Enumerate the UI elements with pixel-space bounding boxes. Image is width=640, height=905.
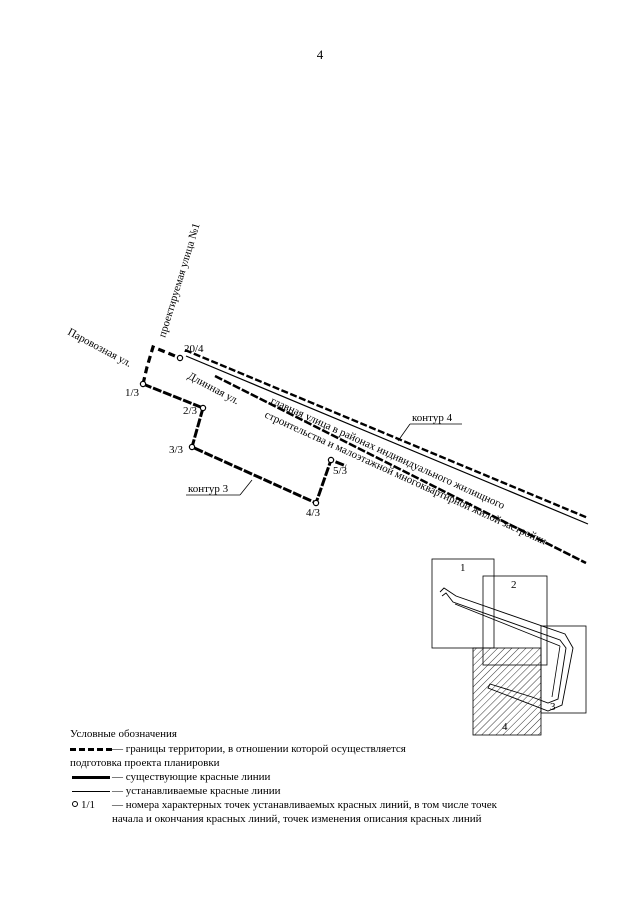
- legend-points-line2: начала и окончания красных линий, точек …: [112, 813, 482, 825]
- thick-line-symbol: [70, 770, 112, 784]
- page-number: 4: [316, 47, 324, 62]
- contour-3-label: контур 3: [188, 483, 229, 495]
- key-map-sheet-2: [482, 575, 548, 666]
- legend-points-line1: — номера характерных точек устанавливаем…: [112, 799, 497, 811]
- main-street-red-lines: [184, 348, 589, 565]
- point-label-5-3: 5/3: [333, 465, 348, 477]
- legend-text-territory: — границы территории, в отношении которо…: [112, 742, 540, 756]
- point-marker-1-3: [139, 380, 147, 388]
- legend-text-established: — устанавливаемые красные линии: [112, 785, 281, 797]
- legend-item-existing: — существующие красные линии: [70, 770, 540, 784]
- point-label-4-3: 4/3: [306, 507, 321, 519]
- contour-3-callout: контур 3: [186, 479, 253, 496]
- legend-point-symbol-text: 1/1: [81, 799, 96, 811]
- point-circle-icon: [72, 801, 78, 807]
- territory-boundary: [141, 344, 181, 385]
- thin-line-symbol: [70, 784, 112, 798]
- point-label-3-3: 3/3: [169, 444, 184, 456]
- point-label-1-3: 1/3: [125, 387, 140, 399]
- legend-item-points: 1/1 — номера характерных точек устанавли…: [70, 798, 540, 826]
- key-map-hatched-area: [473, 648, 541, 735]
- contour-4-callout: контур 4: [397, 412, 462, 442]
- key-map-sheet-3-label: 3: [550, 701, 556, 713]
- key-map-sheet-4-label: 4: [502, 721, 508, 733]
- point-marker-5-3: [327, 456, 335, 464]
- key-map-street-outline: [439, 587, 574, 712]
- point-marker-3-3: [188, 443, 196, 451]
- key-map-sheet-1-label: 1: [460, 562, 466, 574]
- boundary-dashed-line: [141, 344, 181, 385]
- legend-item-territory: — границы территории, в отношении которо…: [70, 742, 540, 756]
- contour-4-label: контур 4: [412, 412, 453, 424]
- point-marker-4-3: [312, 499, 320, 507]
- key-map-sheet-3: [540, 625, 587, 714]
- legend: Условные обозначения — границы территори…: [70, 727, 540, 826]
- existing-red-line-north-inner: [185, 355, 589, 525]
- point-symbol: 1/1: [70, 798, 112, 812]
- legend-item-established: — устанавливаемые красные линии: [70, 784, 540, 798]
- main-street-label-line1: главная улица в районах индивидуального …: [269, 395, 507, 512]
- legend-item-territory-cont: подготовка проекта планировки: [70, 756, 540, 770]
- existing-red-line-south: [214, 374, 587, 565]
- legend-text-existing: — существующие красные линии: [112, 771, 271, 783]
- point-marker-20-4: [176, 354, 184, 362]
- street-label-parovoznaya: Паровозная ул.: [66, 326, 134, 370]
- key-map-sheet-1: [431, 558, 495, 649]
- legend-territory-line1: — границы территории, в отношении которо…: [112, 743, 406, 755]
- legend-territory-line2: подготовка проекта планировки: [70, 757, 220, 769]
- legend-text-points: — номера характерных точек устанавливаем…: [112, 798, 540, 826]
- key-map: 1 2 3 4: [431, 558, 587, 736]
- key-map-sheet-4: [472, 647, 542, 736]
- point-label-2-3: 2/3: [183, 405, 198, 417]
- existing-red-line-north: [184, 348, 589, 520]
- characteristic-points: [139, 354, 335, 507]
- key-map-sheet-2-label: 2: [511, 579, 517, 591]
- legend-title: Условные обозначения: [70, 728, 177, 740]
- point-label-20-4: 20/4: [184, 343, 204, 355]
- dashed-line-symbol: [70, 742, 112, 756]
- point-marker-2-3: [199, 404, 207, 412]
- street-label-projected: проектируемая улица №1: [156, 222, 202, 339]
